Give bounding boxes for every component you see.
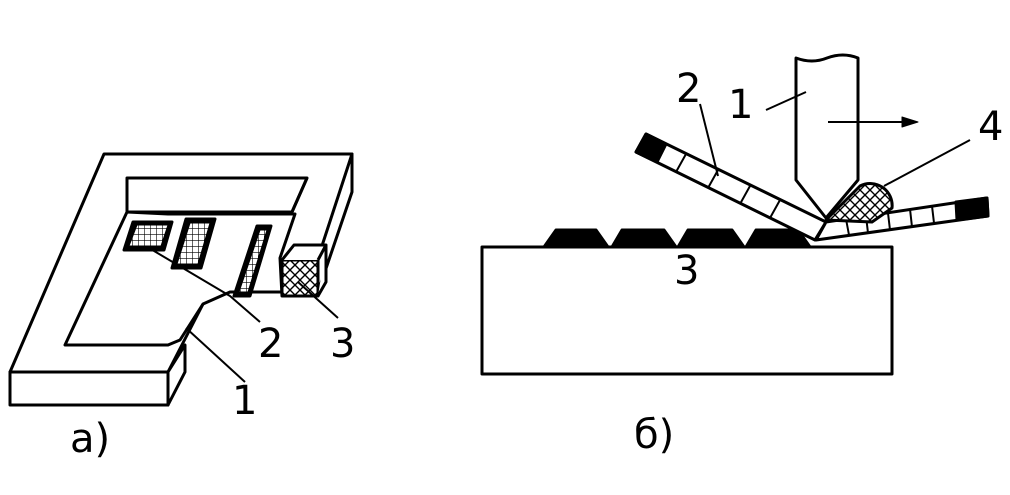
panel-a — [8, 152, 354, 407]
leader-b-2 — [699, 103, 719, 177]
label-b-3: 3 — [674, 248, 699, 294]
roller-4 — [824, 182, 894, 224]
leader-line-1 — [185, 327, 246, 383]
label-a-2: 2 — [258, 321, 283, 367]
mesh-piece-3 — [232, 224, 273, 298]
label-b-2: 2 — [676, 66, 701, 112]
panel-b — [480, 53, 990, 376]
leader-b-4 — [883, 139, 971, 187]
label-a-1: 1 — [232, 378, 257, 424]
caption-b: б) — [634, 412, 674, 458]
sheet-right — [814, 196, 990, 242]
tool-1 — [794, 53, 860, 220]
teeth — [542, 228, 812, 249]
mesh-piece-2 — [170, 217, 217, 270]
leader-line-3 — [297, 281, 339, 319]
leader-b-1 — [765, 91, 807, 111]
label-b-1: 1 — [728, 82, 753, 128]
caption-a: а) — [70, 416, 110, 462]
mesh-piece-1 — [122, 220, 174, 252]
block-3 — [280, 258, 320, 298]
frame-front-face — [8, 370, 170, 407]
frame-side-face — [166, 343, 187, 407]
label-b-4: 4 — [978, 104, 1003, 150]
leader-line-2 — [148, 247, 261, 323]
label-a-3: 3 — [330, 321, 355, 367]
